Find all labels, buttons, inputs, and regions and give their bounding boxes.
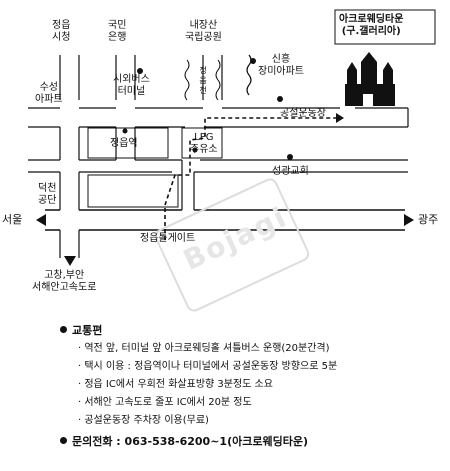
road-kookmin [115,55,136,160]
dot-church [287,154,293,160]
directions-info: 교통편 · 역전 앞, 터미널 앞 아크로웨딩홀 셔틀버스 운행(20분간격) … [60,322,445,451]
label-public-stadium: 공설운동장 [280,108,326,119]
transport-title: 교통편 [72,324,103,337]
label-jeongeup-stream: 정읍천 [199,66,207,95]
road-lpg [181,160,195,210]
transport-item: · 공설운동장 주차장 이용(무료) [78,415,209,426]
contact-line: 문의전화 : 063-538-6200~1(아크로웨딩타운) [60,433,445,451]
transport-item: · 정읍 IC에서 우회전 화살표방향 3분정도 소요 [78,379,273,390]
arrow-seoul [36,214,46,226]
dot-station [122,128,128,134]
building-label-box [334,9,436,45]
transport-item: · 택시 이용 : 정읍역이나 터미널에서 공설운동장 방향으로 5분 [78,361,338,372]
contact-phone: 문의전화 : 063-538-6200~1(아크로웨딩타운) [72,435,308,448]
route-arrow [336,113,344,123]
dot-sinheung [250,58,256,64]
location-map [28,9,436,266]
dot-lpg [192,147,198,153]
dot-stadium [277,96,283,102]
block-south [87,174,179,208]
dot-terminal [137,68,143,74]
castle-icon [345,52,395,106]
label-akro-wedding-town: 아크로웨딩타운(구.갤러리아) [339,14,404,37]
arrow-gwangju [404,214,414,226]
transport-item: · 서해안 고속도로 줄포 IC에서 20분 정도 [78,397,252,408]
transport-item: · 역전 앞, 터미널 앞 아크로웨딩홀 셔틀버스 운행(20분간격) [78,343,330,354]
label-jeongeup-tollgate: 정읍톨게이트 [140,233,196,244]
label-jeongeup-station: 정읍역 [110,138,138,149]
road-middle [28,159,408,173]
bullet-icon [60,326,67,333]
block-station [87,127,169,159]
block-lpg [181,127,223,159]
arrow-gochang [64,256,76,266]
road-naejangsan [202,55,223,100]
road-sicheong [59,55,80,258]
bullet-icon [60,437,67,444]
label-seonggwang-church: 성광교회 [272,166,309,177]
transport-heading: 교통편 [60,322,445,340]
road-upper [28,107,409,128]
highway [45,209,405,231]
stream [184,59,221,101]
label-gwangju: 광주 [418,213,439,226]
label-seoul: 서울 [2,213,23,226]
